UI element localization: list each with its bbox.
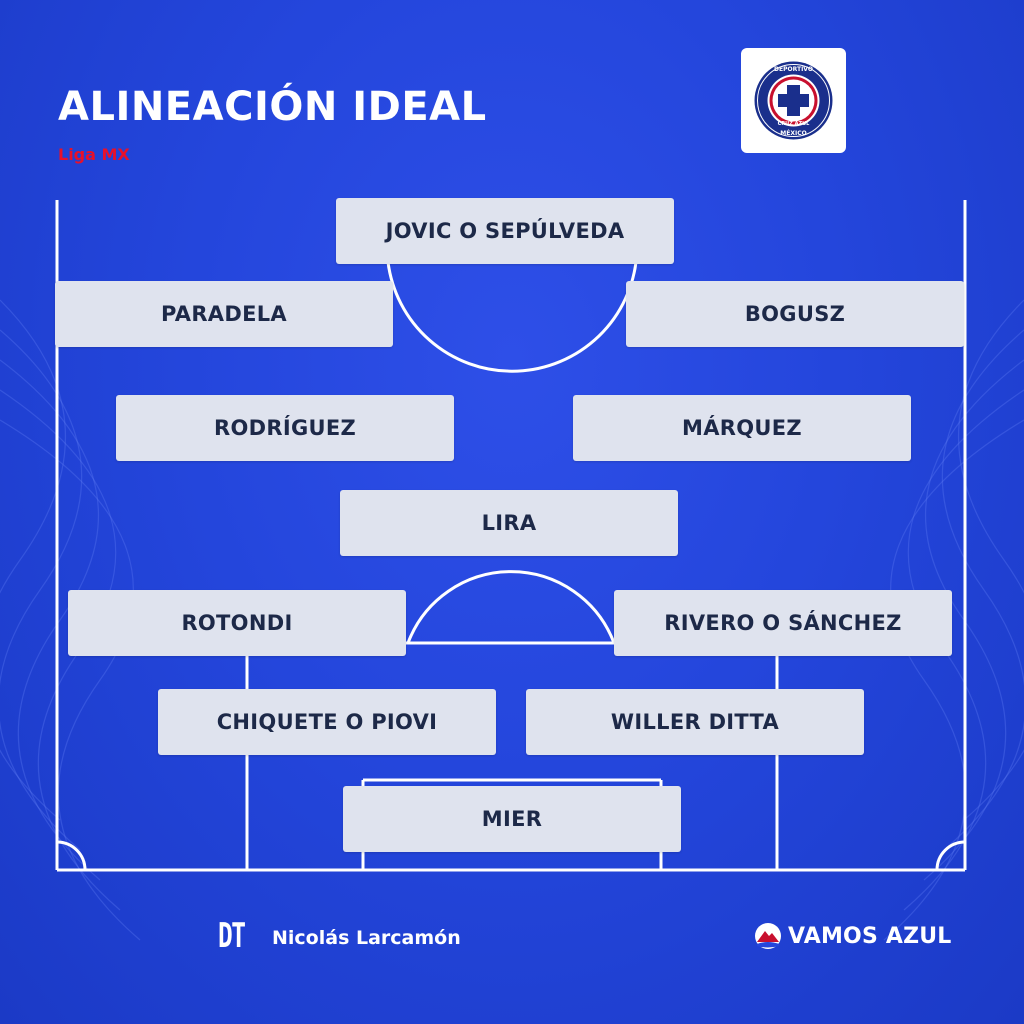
player-card-left-back: ROTONDI xyxy=(68,590,406,656)
player-card-goalkeeper: MIER xyxy=(343,786,681,852)
player-card-left-wing: PARADELA xyxy=(55,281,393,347)
player-card-left-mid: RODRÍGUEZ xyxy=(116,395,454,461)
club-logo: DEPORTIVO MÉXICO CRUZ AZUL xyxy=(741,48,846,153)
brand-logo: VAMOS AZUL xyxy=(754,922,952,950)
page-title: ALINEACIÓN IDEAL xyxy=(58,84,487,130)
crest-text-top: DEPORTIVO xyxy=(774,66,813,73)
crest-text-bottom: MÉXICO xyxy=(780,129,806,137)
brand-name: VAMOS AZUL xyxy=(788,923,952,949)
coach-name: Nicolás Larcamón xyxy=(272,927,461,949)
player-card-defensive-mid: LIRA xyxy=(340,490,678,556)
player-card-forward: JOVIC O SEPÚLVEDA xyxy=(336,198,674,264)
crest-text-club: CRUZ AZUL xyxy=(778,121,811,127)
mountain-logo-icon xyxy=(755,923,781,949)
player-card-right-mid: MÁRQUEZ xyxy=(573,395,911,461)
coach-label: DT xyxy=(218,916,246,956)
cruz-azul-crest-icon: DEPORTIVO MÉXICO CRUZ AZUL xyxy=(754,61,833,140)
league-subtitle: Liga MX xyxy=(58,145,130,164)
player-card-right-back: RIVERO O SÁNCHEZ xyxy=(614,590,952,656)
player-card-right-center-back: WILLER DITTA xyxy=(526,689,864,755)
player-card-right-wing: BOGUSZ xyxy=(626,281,964,347)
player-card-left-center-back: CHIQUETE O PIOVI xyxy=(158,689,496,755)
